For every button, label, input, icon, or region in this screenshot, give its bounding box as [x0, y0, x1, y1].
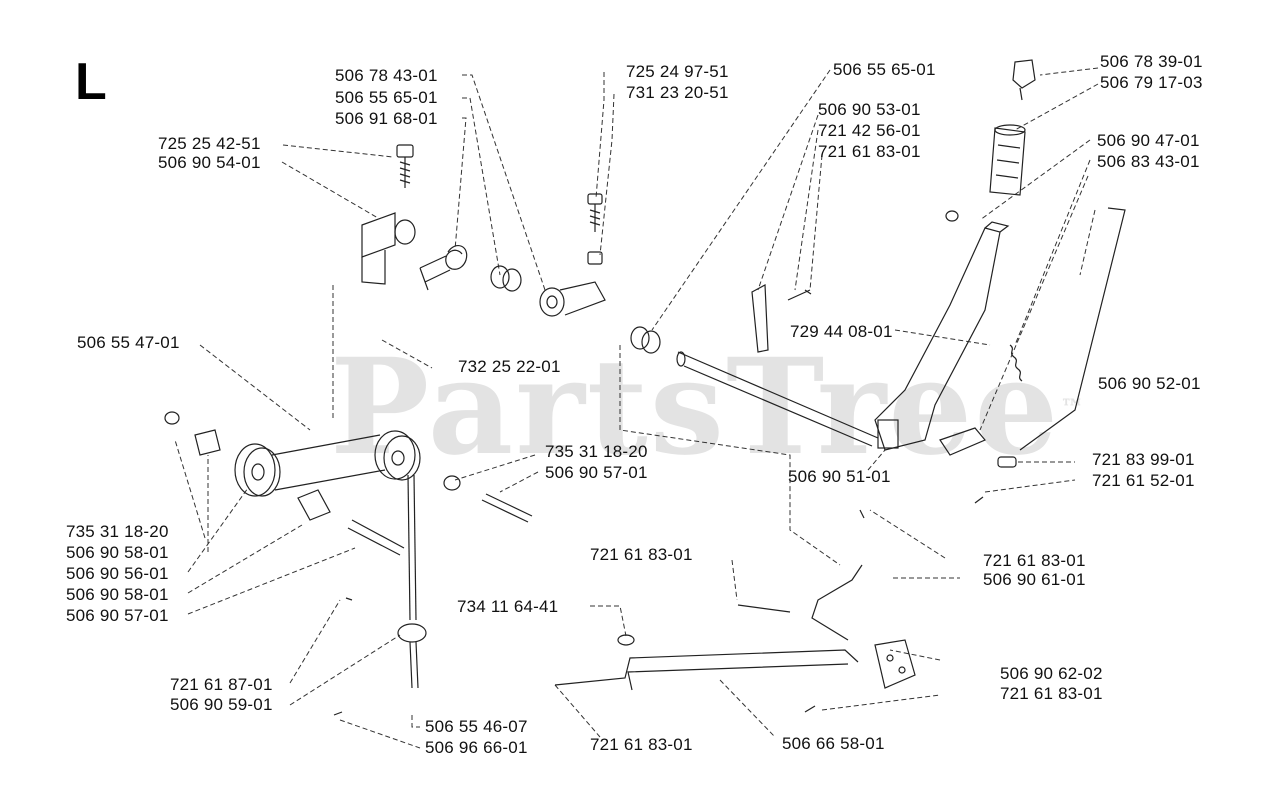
rod-506-55-46-07: [333, 474, 427, 716]
label-725-25-42-51[interactable]: 725 25 42-51: [158, 134, 261, 153]
label-721-42-56-01[interactable]: 721 42 56-01: [818, 121, 921, 140]
watermark: PartsTree™: [330, 338, 1086, 478]
spring-506-91-68-01: [419, 244, 468, 291]
leader-lines: [174, 67, 1099, 749]
label-734-11-64-41[interactable]: 734 11 64-41: [457, 597, 559, 616]
bolt-725-25-42-51: [396, 144, 414, 188]
label-506-78-39-01[interactable]: 506 78 39-01: [1100, 52, 1203, 71]
label-506-96-66-01[interactable]: 506 96 66-01: [425, 738, 528, 757]
label-721-61-83-01-b[interactable]: 721 61 83-01: [590, 545, 693, 564]
label-721-61-83-01-e[interactable]: 721 61 83-01: [590, 735, 693, 754]
screw-506-83-43-01: [945, 210, 959, 222]
label-506-90-56-01[interactable]: 506 90 56-01: [66, 564, 169, 583]
label-732-25-22-01[interactable]: 732 25 22-01: [458, 357, 561, 376]
label-506-55-65-01-b[interactable]: 506 55 65-01: [833, 60, 936, 79]
label-725-24-97-51[interactable]: 725 24 97-51: [626, 62, 729, 81]
label-506-90-62-02[interactable]: 506 90 62-02: [1000, 664, 1103, 683]
label-721-61-87-01[interactable]: 721 61 87-01: [170, 675, 273, 694]
label-506-90-53-01[interactable]: 506 90 53-01: [818, 100, 921, 119]
shaft-506-90-51-01: [676, 351, 879, 447]
label-506-90-51-01[interactable]: 506 90 51-01: [788, 467, 891, 486]
label-506-90-47-01[interactable]: 506 90 47-01: [1097, 131, 1200, 150]
watermark-text: PartsTree: [330, 330, 1061, 485]
spacers-pins: [297, 475, 533, 556]
label-506-90-57-01-a[interactable]: 506 90 57-01: [545, 463, 648, 482]
label-731-23-20-51[interactable]: 731 23 20-51: [626, 83, 729, 102]
label-721-61-83-01-d[interactable]: 721 61 83-01: [1000, 684, 1103, 703]
rod-506-90-61-01: [737, 509, 865, 641]
label-506-90-52-01[interactable]: 506 90 52-01: [1098, 374, 1201, 393]
label-506-83-43-01[interactable]: 506 83 43-01: [1097, 152, 1200, 171]
label-506-90-54-01[interactable]: 506 90 54-01: [158, 153, 261, 172]
label-506-55-65-01-a[interactable]: 506 55 65-01: [335, 88, 438, 107]
label-721-83-99-01[interactable]: 721 83 99-01: [1092, 450, 1195, 469]
grip-506-79-17-03: [989, 124, 1026, 196]
bolt-725-24-97-51: [587, 193, 603, 265]
parts-art: [164, 59, 1126, 716]
label-735-31-18-20-a[interactable]: 735 31 18-20: [545, 442, 648, 461]
label-735-31-18-20-b[interactable]: 735 31 18-20: [66, 522, 169, 541]
arm-506-78-43-01: [539, 281, 606, 317]
rod-506-66-58-01: [554, 634, 859, 713]
plate-506-90-62-02: [874, 639, 916, 689]
label-506-91-68-01[interactable]: 506 91 68-01: [335, 109, 438, 128]
knob-506-78-39-01: [1012, 59, 1036, 101]
pulley-506-90-56-01: [164, 411, 281, 497]
label-506-90-58-01-b[interactable]: 506 90 58-01: [66, 585, 169, 604]
label-506-55-47-01[interactable]: 506 55 47-01: [77, 333, 180, 352]
section-letter: L: [75, 53, 107, 111]
label-506-90-57-01-b[interactable]: 506 90 57-01: [66, 606, 169, 625]
label-506-90-59-01[interactable]: 506 90 59-01: [170, 695, 273, 714]
bracket-506-90-54-01: [361, 212, 416, 285]
label-506-55-46-07[interactable]: 506 55 46-07: [425, 717, 528, 736]
label-721-61-52-01[interactable]: 721 61 52-01: [1092, 471, 1195, 490]
label-506-90-58-01-a[interactable]: 506 90 58-01: [66, 543, 169, 562]
pulley-506-90-57-01: [271, 430, 421, 491]
label-506-79-17-03[interactable]: 506 79 17-03: [1100, 73, 1203, 92]
label-721-61-83-01-c[interactable]: 721 61 83-01: [983, 551, 1086, 570]
bushing-506-55-65-01-b: [630, 326, 661, 354]
label-506-90-61-01[interactable]: 506 90 61-01: [983, 570, 1086, 589]
rod-506-90-52-01: [1009, 207, 1126, 451]
label-729-44-08-01[interactable]: 729 44 08-01: [790, 322, 893, 341]
label-506-66-58-01[interactable]: 506 66 58-01: [782, 734, 885, 753]
bracket-721-83-99-01: [939, 427, 1017, 504]
lever-506-90-47-01: [874, 221, 1010, 451]
plate-506-90-53-01: [751, 284, 812, 353]
label-721-61-83-01-a[interactable]: 721 61 83-01: [818, 142, 921, 161]
bushing-506-55-65-01: [490, 265, 522, 292]
label-506-78-43-01[interactable]: 506 78 43-01: [335, 66, 438, 85]
